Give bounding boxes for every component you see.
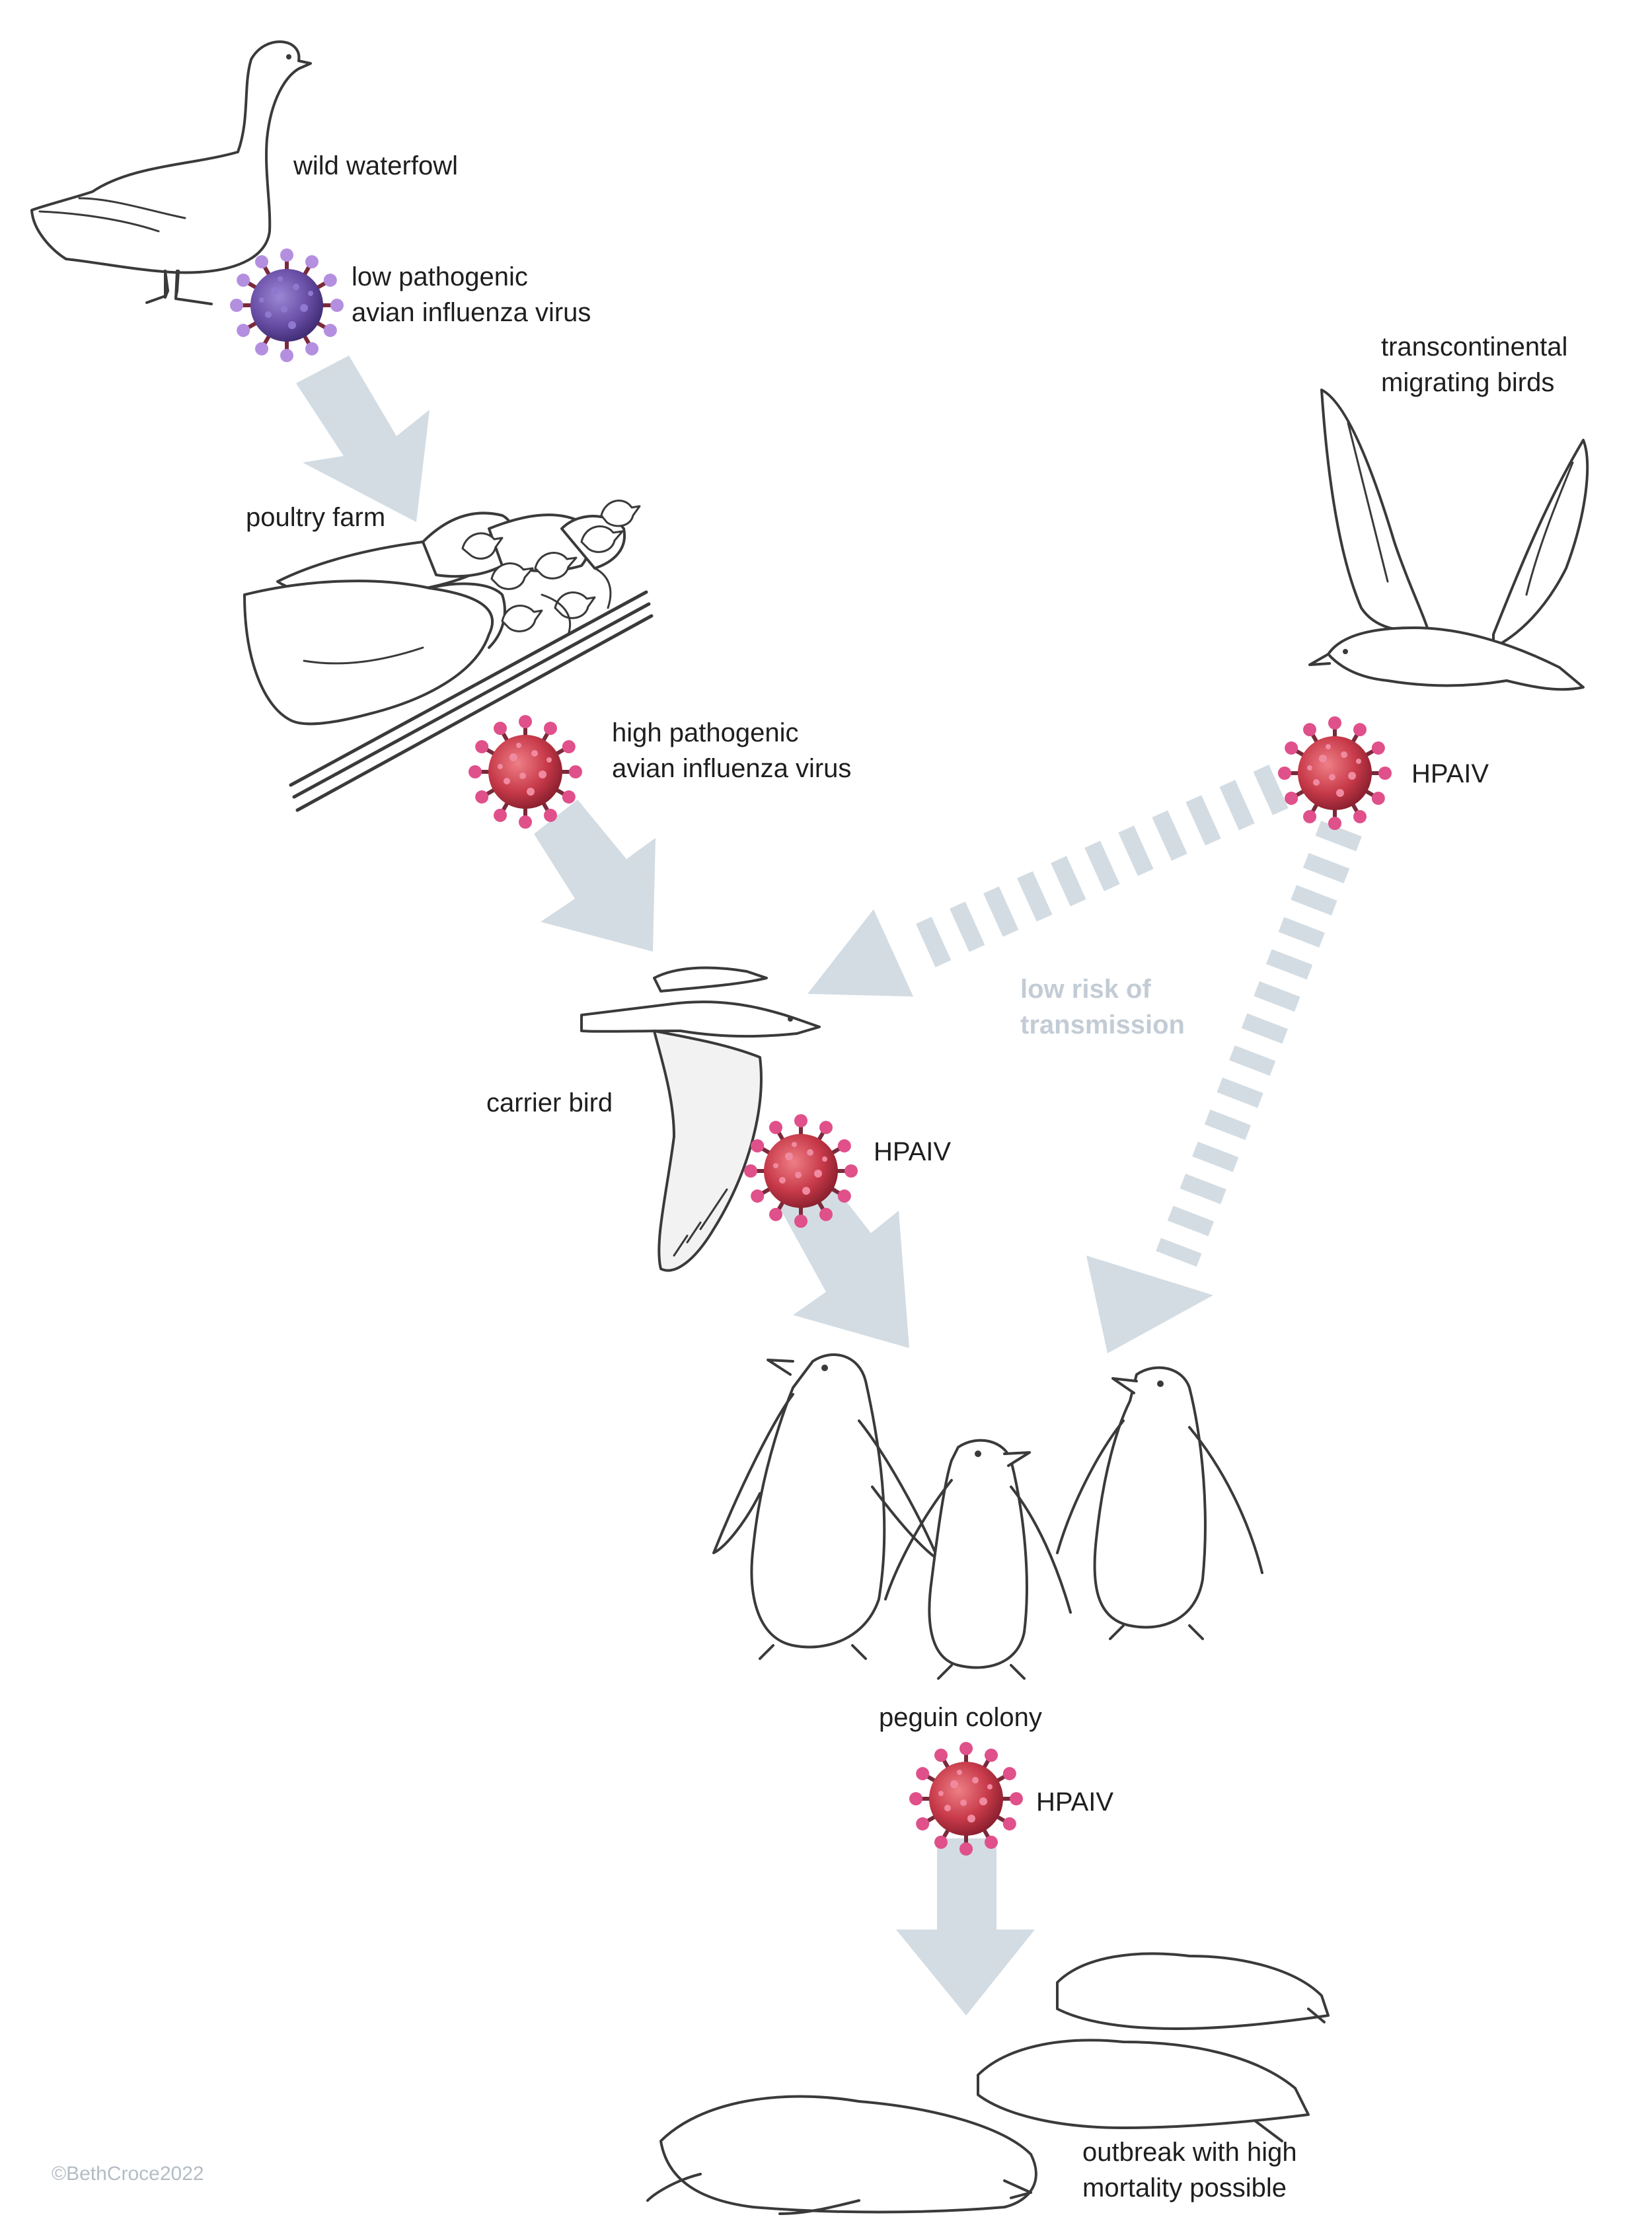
label-lpai: low pathogenic avian influenza virus: [352, 259, 591, 330]
dashed-arrow-migrating-to-penguins: [1086, 821, 1362, 1353]
label-hpaiv-colony-text: HPAIV: [1036, 1788, 1114, 1817]
dashed-arrow-migrating-to-carrier: [807, 765, 1289, 997]
label-hpai: high pathogenic avian influenza virus: [612, 715, 851, 786]
label-outbreak-line2: mortality possible: [1082, 2173, 1287, 2202]
label-hpaiv-migrating: HPAIV: [1411, 756, 1489, 792]
label-low-risk-line1: low risk of: [1020, 975, 1151, 1004]
label-migrating-line2: migrating birds: [1381, 368, 1555, 397]
label-carrier-bird-text: carrier bird: [486, 1088, 613, 1117]
label-hpai-line2: avian influenza virus: [612, 754, 852, 783]
label-outbreak: outbreak with high mortality possible: [1082, 2134, 1297, 2206]
virus-icon: [469, 715, 582, 829]
virus-icon: [1278, 716, 1392, 830]
label-outbreak-line1: outbreak with high: [1082, 2138, 1297, 2167]
penguins-icon: [712, 1353, 1263, 1680]
label-hpaiv-carrier: HPAIV: [874, 1134, 951, 1170]
arrow-colony-to-outbreak: [896, 1838, 1035, 2015]
label-lpai-line2: avian influenza virus: [352, 298, 591, 327]
arrow-waterfowl-to-poultry: [296, 356, 430, 522]
goose-icon: [30, 40, 312, 305]
label-low-risk: low risk of transmission: [1020, 971, 1185, 1043]
dead-penguins-icon: [646, 1952, 1330, 2215]
label-low-risk-line2: transmission: [1020, 1010, 1185, 1039]
albatross-icon: [1308, 389, 1589, 691]
chickens-icon: [243, 500, 654, 812]
label-hpaiv-migrating-text: HPAIV: [1411, 759, 1489, 788]
copyright-text: ©BethCroce2022: [52, 2163, 204, 2185]
virus-icon: [744, 1114, 858, 1228]
label-wild-waterfowl: wild waterfowl: [293, 148, 458, 184]
arrow-poultry-to-carrier: [534, 800, 656, 952]
virus-icon: [909, 1742, 1023, 1856]
label-hpai-line1: high pathogenic: [612, 718, 799, 747]
label-migrating-birds: transcontinental migrating birds: [1381, 329, 1567, 400]
label-hpaiv-carrier-text: HPAIV: [874, 1137, 952, 1166]
label-poultry-farm-text: poultry farm: [246, 503, 386, 532]
label-wild-waterfowl-text: wild waterfowl: [293, 151, 458, 180]
arrow-carrier-to-penguins: [780, 1174, 909, 1348]
gull-icon: [580, 966, 821, 1272]
label-penguin-colony-text: peguin colony: [879, 1703, 1042, 1732]
label-penguin-colony: peguin colony: [879, 1700, 1042, 1735]
label-migrating-line1: transcontinental: [1381, 332, 1568, 361]
label-hpaiv-colony: HPAIV: [1036, 1784, 1113, 1820]
virus-icon: [230, 248, 344, 362]
label-poultry-farm: poultry farm: [246, 500, 385, 535]
label-lpai-line1: low pathogenic: [352, 262, 528, 291]
copyright-notice: ©BethCroce2022: [52, 2161, 204, 2187]
label-carrier-bird: carrier bird: [486, 1085, 613, 1121]
arrows: [296, 356, 1362, 2015]
